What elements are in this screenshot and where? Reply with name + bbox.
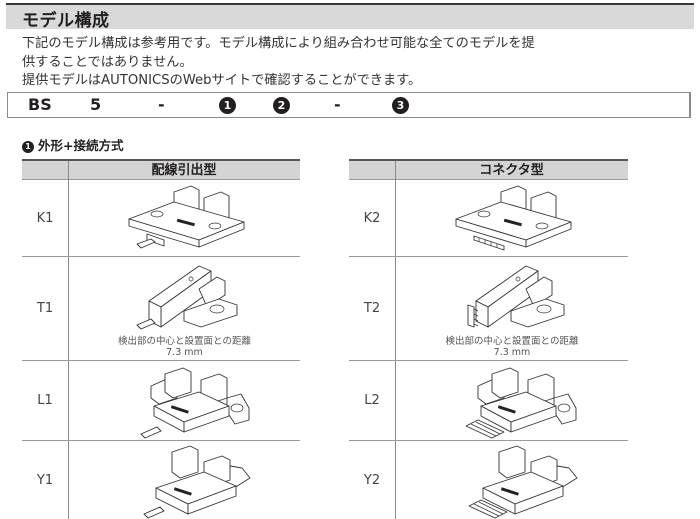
- page-title: モデル構成: [22, 11, 110, 31]
- table-row: K2: [349, 180, 628, 257]
- model-separator: -: [334, 95, 341, 114]
- model-code-y2: Y2: [363, 473, 381, 488]
- table-row: K1: [22, 180, 300, 257]
- table-row: Y2: [349, 441, 628, 519]
- section-heading: 1 外形+接続方式: [22, 135, 123, 154]
- sensor-t2-connector-icon: 検出部の中心と設置面との距離 7.3 mm: [396, 257, 628, 360]
- model-code-t1: T1: [36, 301, 54, 316]
- wire-type-table: 配線引出型 K1 T1: [22, 159, 300, 519]
- sensor-l1-wire-icon: [69, 361, 300, 440]
- table-row: T1 検出部の中心と設置面との距離 7.3 mm: [22, 257, 300, 361]
- model-code-t2: T2: [363, 301, 381, 316]
- description-line: 下記のモデル構成は参考用です。モデル構成により組み合わせ可能な全てのモデルを提: [22, 36, 535, 51]
- table-row: T2 検出部の中心と設置面との距離 7.3 mm: [349, 257, 628, 361]
- column-divider: [68, 161, 69, 519]
- table-row: L2: [349, 361, 628, 441]
- model-separator: -: [158, 95, 165, 114]
- sensor-k2-connector-icon: [396, 180, 628, 256]
- circled-number-1-icon: 1: [22, 141, 34, 153]
- description-line: 提供モデルはAUTONICSのWebサイトで確認することができます。: [22, 73, 422, 88]
- table-row: L1: [22, 361, 300, 441]
- section-title-bar: モデル構成: [6, 3, 694, 31]
- sensor-t1-wire-icon: 検出部の中心と設置面との距離 7.3 mm: [69, 257, 300, 360]
- model-code-k1: K1: [36, 210, 54, 226]
- distance-note: 検出部の中心と設置面との距離: [445, 336, 579, 347]
- column-divider: [395, 161, 396, 519]
- sensor-y2-connector-icon: [396, 441, 628, 519]
- circled-number-2-icon: 2: [273, 97, 290, 114]
- circled-number-3-icon: 3: [392, 97, 409, 114]
- distance-value: 7.3 mm: [166, 347, 203, 358]
- table-row: Y1: [22, 441, 300, 519]
- table-header: コネクタ型: [349, 161, 628, 180]
- model-code-l2: L2: [364, 393, 380, 408]
- model-size: 5: [90, 95, 102, 114]
- distance-note: 検出部の中心と設置面との距離: [118, 336, 251, 347]
- section-heading-text: 外形+接続方式: [38, 138, 124, 153]
- model-code-k2: K2: [363, 210, 381, 226]
- column-header-connector: コネクタ型: [479, 163, 544, 178]
- description: 下記のモデル構成は参考用です。モデル構成により組み合わせ可能な全てのモデルを提 …: [22, 35, 692, 91]
- sensor-l2-connector-icon: [396, 361, 628, 440]
- distance-value: 7.3 mm: [493, 347, 531, 358]
- model-code-box: BS 5 - 1 2 - 3: [7, 92, 691, 118]
- description-line: 供することではありません。: [22, 54, 193, 70]
- model-code-y1: Y1: [36, 473, 54, 488]
- column-header-wire: 配線引出型: [151, 163, 217, 178]
- sensor-k1-wire-icon: [69, 180, 300, 256]
- connector-type-table: コネクタ型 K2 T2: [349, 159, 628, 519]
- model-code-l1: L1: [37, 393, 53, 408]
- circled-number-1-icon: 1: [219, 97, 236, 114]
- sensor-y1-wire-icon: [69, 441, 300, 519]
- model-prefix: BS: [28, 95, 52, 114]
- table-header: 配線引出型: [22, 161, 300, 180]
